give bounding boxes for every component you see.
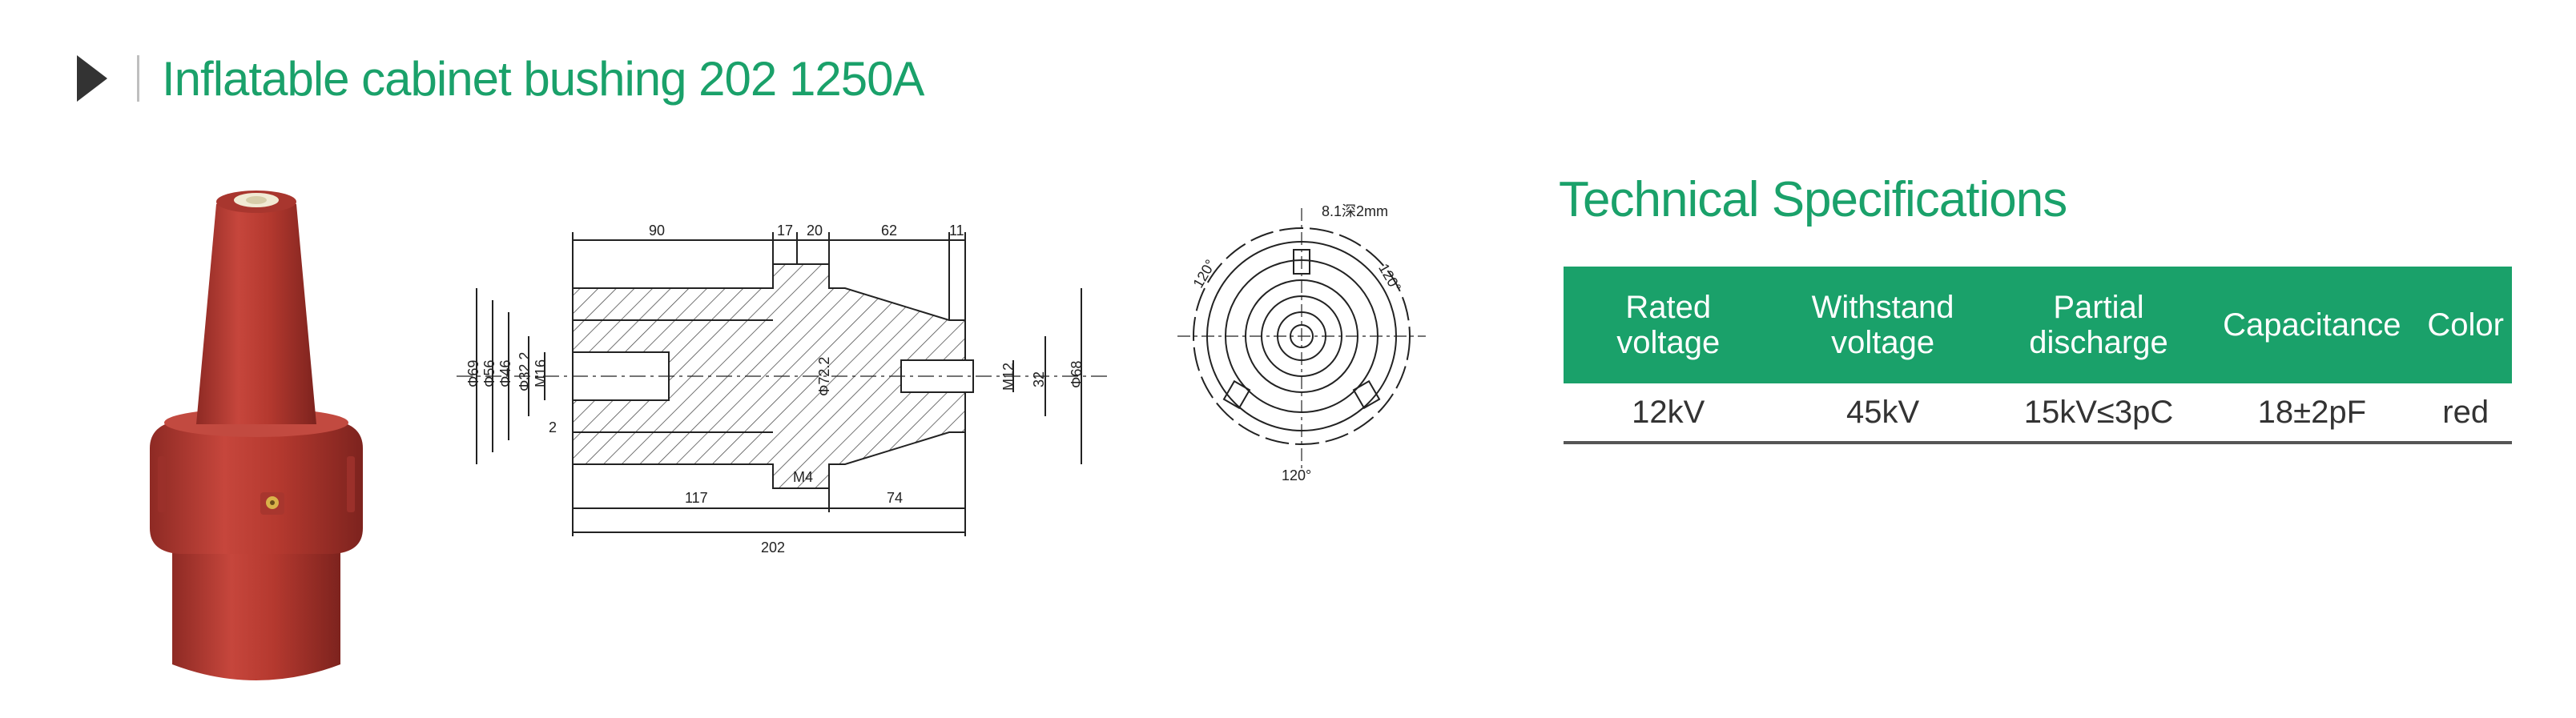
bushing-product-image: [150, 191, 363, 680]
col-withstand-voltage: Withstand voltage: [1773, 267, 1993, 383]
angle-bottom-label: 120°: [1282, 467, 1311, 483]
specs-table: Rated voltage Withstand voltage Partial …: [1564, 267, 2512, 444]
dim-90: 90: [649, 223, 665, 239]
col-color: Color: [2419, 267, 2512, 383]
dim-m4: M4: [793, 469, 813, 485]
section-header: Inflatable cabinet bushing 202 1250A: [77, 46, 924, 110]
dim-17: 17: [777, 223, 793, 239]
dim-2: 2: [549, 419, 557, 435]
dim-phi46: Φ46: [497, 360, 513, 387]
dim-202: 202: [761, 540, 785, 556]
dim-62: 62: [881, 223, 897, 239]
col-header-line: voltage: [1616, 325, 1721, 360]
dim-117: 117: [685, 490, 708, 506]
dim-phi69: Φ69: [465, 360, 481, 387]
specs-title: Technical Specifications: [1559, 172, 2067, 227]
specs-header-row: Rated voltage Withstand voltage Partial …: [1564, 267, 2512, 383]
col-header-line: Rated: [1625, 290, 1712, 325]
play-triangle-icon: [77, 55, 107, 102]
dim-phi32: Φ32.2: [517, 352, 533, 391]
dim-m16: M16: [533, 359, 549, 387]
title-separator: [137, 55, 139, 102]
angle-left-label: 120°: [1189, 257, 1218, 291]
dim-phi68: Φ68: [1069, 361, 1085, 388]
col-header-line: Capacitance: [2223, 307, 2401, 343]
col-header-line: Color: [2427, 307, 2504, 343]
dim-phi56: Φ56: [481, 360, 497, 387]
table-row: 12kV 45kV 15kV≤3pC 18±2pF red: [1564, 383, 2512, 443]
cell-withstand-voltage: 45kV: [1846, 394, 1920, 430]
col-header-line: discharge: [2029, 325, 2168, 360]
dim-m12: M12: [1000, 363, 1016, 391]
side-view-drawing: 90 17 20 62 11 Φ69 Φ56 Φ46 Φ32.2 M16 Φ72…: [457, 223, 1109, 556]
dim-11: 11: [949, 223, 964, 239]
dim-20: 20: [807, 223, 823, 239]
page-title: Inflatable cabinet bushing 202 1250A: [162, 51, 924, 106]
cell-capacitance: 18±2pF: [2257, 394, 2367, 430]
col-partial-discharge: Partial discharge: [1992, 267, 2205, 383]
cell-color: red: [2442, 394, 2489, 430]
front-view-drawing: 8.1深2mm 120° 120° 120°: [1177, 203, 1426, 483]
col-header-line: Partial: [2053, 290, 2144, 325]
col-header-line: voltage: [1831, 325, 1935, 360]
col-rated-voltage: Rated voltage: [1564, 267, 1773, 383]
col-capacitance: Capacitance: [2204, 267, 2420, 383]
cell-partial-discharge: 15kV≤3pC: [2023, 394, 2174, 430]
dim-32: 32: [1031, 371, 1047, 387]
slot-depth-label: 8.1深2mm: [1322, 203, 1388, 219]
col-header-line: Withstand: [1811, 290, 1954, 325]
dim-phi72: Φ72.2: [816, 357, 832, 396]
dim-74: 74: [887, 490, 903, 506]
cell-rated-voltage: 12kV: [1632, 394, 1705, 430]
